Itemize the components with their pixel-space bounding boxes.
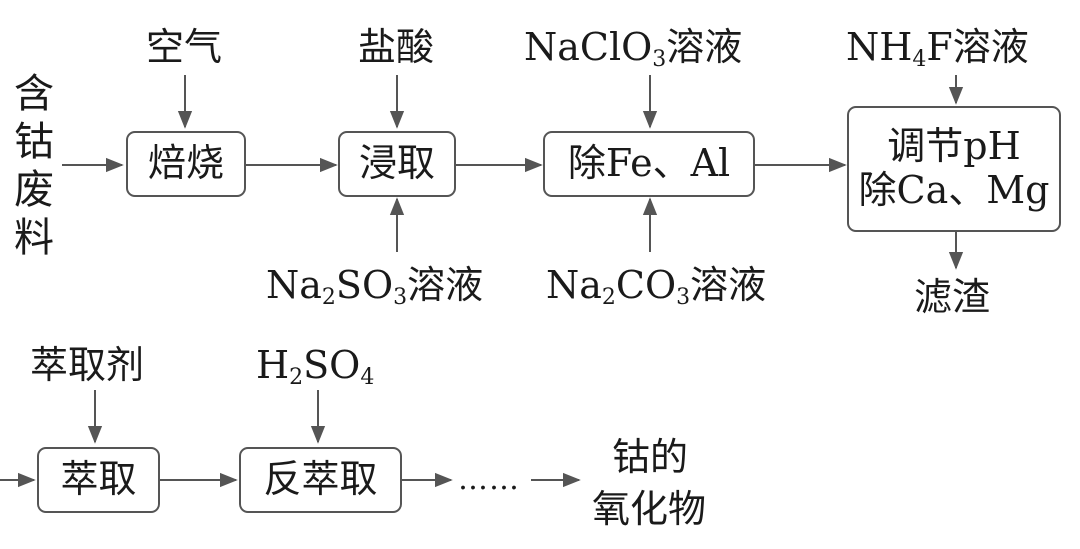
raw-material-label: 含 钴 废 料 — [14, 70, 54, 262]
adjust-ph-line2: 除Ca、Mg — [858, 168, 1050, 212]
nh4f-pre: NH — [846, 25, 913, 69]
back-extraction-label: 反萃取 — [263, 457, 378, 502]
roasting-label: 焙烧 — [147, 141, 224, 186]
nh4f-suffix: F溶液 — [926, 25, 1029, 69]
product-line2: 氧化物 — [592, 487, 707, 531]
remove-fe-al-box: 除Fe、Al — [543, 131, 755, 197]
naclo3-main: NaClO — [524, 25, 653, 69]
na2so3-label: Na2SO3溶液 — [266, 263, 484, 309]
air-label: 空气 — [146, 25, 223, 69]
h2so4-sub2: 4 — [360, 365, 375, 390]
nh4f-label: NH4F溶液 — [846, 25, 1029, 71]
residue-label: 滤渣 — [914, 275, 991, 319]
na2co3-sub1: 2 — [601, 285, 616, 310]
na2co3-suffix: 溶液 — [690, 263, 767, 307]
leaching-box: 浸取 — [338, 131, 456, 197]
raw-char: 含 — [14, 71, 54, 117]
h2so4-sub1: 2 — [289, 365, 304, 390]
adjust-ph-box: 调节pH 除Ca、Mg — [847, 106, 1061, 232]
roasting-box: 焙烧 — [126, 131, 246, 197]
raw-char: 钴 — [14, 119, 54, 165]
nh4f-sub: 4 — [912, 47, 927, 72]
naclo3-suffix: 溶液 — [666, 25, 743, 69]
na2so3-mid: SO — [335, 263, 394, 307]
h2so4-mid: SO — [303, 343, 361, 387]
na2so3-pre: Na — [266, 263, 322, 307]
leaching-label: 浸取 — [358, 141, 435, 186]
na2co3-sub2: 3 — [676, 285, 691, 310]
na2so3-sub1: 2 — [321, 285, 336, 310]
naclo3-sub: 3 — [652, 47, 667, 72]
back-extraction-box: 反萃取 — [239, 447, 402, 513]
raw-char: 废 — [14, 167, 54, 213]
extraction-box: 萃取 — [37, 447, 160, 513]
ellipsis: …… — [458, 462, 520, 497]
product-line1: 钴的 — [612, 435, 689, 479]
h2so4-pre: H — [256, 343, 290, 387]
adjust-ph-line1: 调节pH — [887, 124, 1021, 169]
extractant-label: 萃取剂 — [30, 343, 145, 387]
raw-char: 料 — [14, 215, 54, 261]
na2so3-suffix: 溶液 — [407, 263, 484, 307]
na2co3-pre: Na — [546, 263, 602, 307]
remove-fe-al-label: 除Fe、Al — [567, 141, 731, 186]
extraction-label: 萃取 — [60, 457, 137, 502]
na2so3-sub2: 3 — [393, 285, 408, 310]
hydrochloric-acid-label: 盐酸 — [358, 25, 435, 69]
naclo3-label: NaClO3溶液 — [524, 25, 743, 71]
na2co3-label: Na2CO3溶液 — [546, 263, 767, 309]
na2co3-mid: CO — [615, 263, 677, 307]
h2so4-label: H2SO4 — [256, 343, 374, 389]
